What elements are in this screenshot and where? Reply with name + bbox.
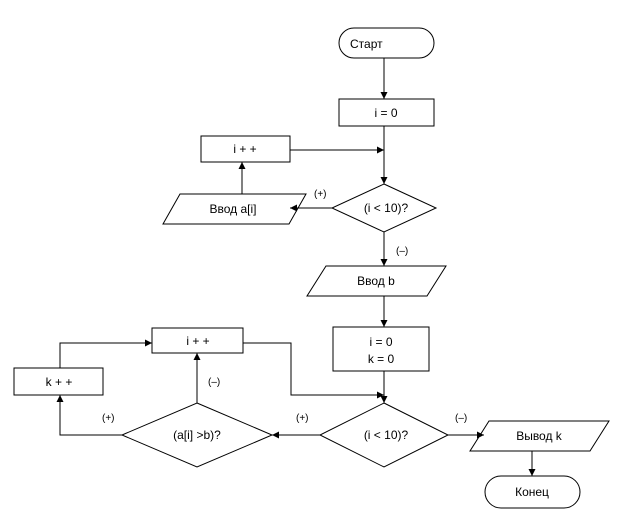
edge-label-loop-no: (–) (455, 413, 467, 424)
node-condition-a-gt-b-label: (a[i] >b)? (173, 428, 221, 442)
node-input-condition: (i < 10)? (330, 183, 438, 233)
node-input-i-increment: i + + (200, 135, 291, 163)
node-init-i-k-line2: k = 0 (368, 352, 395, 366)
node-end: Конец (484, 475, 581, 509)
edge-label-input-no: (–) (396, 246, 408, 257)
node-init-i: i = 0 (338, 98, 435, 127)
node-output-k: Вывод k (469, 420, 610, 452)
node-output-k-label: Вывод k (516, 429, 563, 443)
node-start-label: Старт (350, 37, 383, 51)
node-condition-a-gt-b: (a[i] >b)? (120, 402, 274, 468)
edge-label-loop-yes: (+) (296, 413, 309, 424)
node-k-increment-label: k + + (46, 375, 73, 389)
node-k-increment: k + + (13, 367, 104, 396)
node-input-a: Ввод a[i] (162, 193, 307, 225)
edge-label-check-yes: (+) (102, 413, 115, 424)
node-init-i-k-line1: i = 0 (369, 335, 392, 349)
node-loop-condition: (i < 10)? (318, 402, 450, 468)
node-loop-i-increment-label: i + + (186, 334, 209, 348)
node-start: Старт (338, 27, 435, 59)
node-input-b: Ввод b (306, 265, 447, 297)
node-input-b-label: Ввод b (357, 274, 395, 288)
edge-check-yes-to-k-increment (56, 395, 122, 436)
edge-label-input-yes: (+) (314, 189, 327, 200)
node-init-i-label: i = 0 (374, 106, 397, 120)
node-input-condition-label: (i < 10)? (364, 201, 409, 215)
node-input-i-increment-label: i + + (233, 142, 256, 156)
edge-loop-increment-to-loop-condition (243, 342, 384, 399)
node-end-label: Конец (515, 485, 549, 499)
edge-label-check-no: (–) (208, 377, 220, 388)
node-loop-i-increment: i + + (151, 327, 244, 354)
node-init-i-k: i = 0 k = 0 (332, 326, 430, 372)
node-input-a-label: Ввод a[i] (210, 202, 257, 216)
node-loop-condition-label: (i < 10)? (364, 428, 409, 442)
edge-k-increment-to-loop-increment (59, 339, 152, 368)
